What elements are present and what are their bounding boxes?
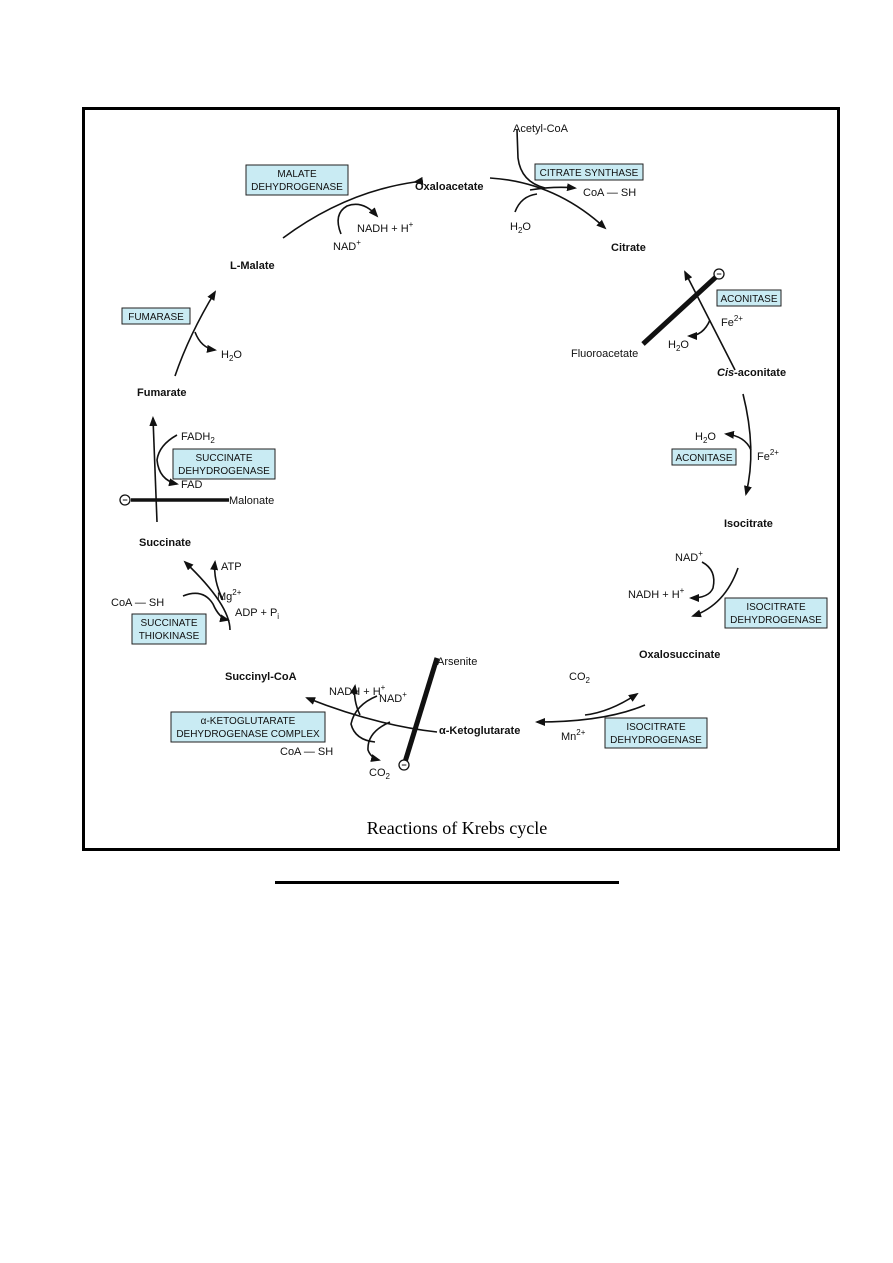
coa-sh-label-3: CoA — SH (111, 597, 164, 609)
arrow-nad-nadh (689, 561, 715, 602)
arrow-atp-out (210, 560, 224, 601)
fad-label: FAD (181, 479, 202, 491)
fe-label-2: Fe2+ (757, 448, 779, 463)
svg-text:FUMARASE: FUMARASE (128, 312, 184, 323)
citrate-label: Citrate (611, 242, 646, 254)
fe-label-1: Fe2+ (721, 314, 743, 329)
co2-label-2: CO2 (369, 767, 391, 781)
succinate-label: Succinate (139, 537, 191, 549)
l-malate-label: L-Malate (230, 260, 275, 272)
inhibition-minus-icon (398, 759, 410, 771)
fumarate-label: Fumarate (137, 387, 187, 399)
arrow-coash-out (529, 183, 577, 192)
enzyme-succinate-thiokinase: SUCCINATE THIOKINASE (131, 613, 207, 645)
arrow-nad-nadh-malate (337, 203, 379, 235)
arrow-fumarate-malate (174, 290, 217, 377)
svg-text:ACONITASE: ACONITASE (720, 294, 777, 305)
atp-label: ATP (221, 561, 242, 573)
arrow-coa-adp (182, 592, 230, 623)
nadh-label-2: NADH + H+ (329, 683, 386, 698)
succinyl-coa-label: Succinyl-CoA (225, 671, 297, 683)
svg-text:ACONITASE: ACONITASE (675, 453, 732, 464)
mg-label: Mg2+ (217, 588, 242, 603)
arrow-akg-succinylcoa (305, 697, 438, 733)
coa-sh-label-2: CoA — SH (280, 746, 333, 758)
svg-text:DEHYDROGENASE: DEHYDROGENASE (610, 735, 702, 746)
arsenite-label: Arsenite (437, 656, 477, 668)
svg-text:DEHYDROGENASE: DEHYDROGENASE (178, 466, 270, 477)
svg-text:DEHYDROGENASE: DEHYDROGENASE (730, 615, 822, 626)
svg-text:−: − (716, 269, 721, 279)
arrow-malate-oxaloacetate (282, 176, 424, 239)
enzyme-aconitase-2: ACONITASE (671, 448, 737, 466)
inhibition-minus-icon (119, 494, 131, 506)
arrow-co2-out-1 (584, 692, 639, 716)
mn-label: Mn2+ (561, 728, 586, 743)
fluoroacetate-label: Fluoroacetate (571, 348, 638, 360)
arrow-h2o-out-2 (724, 430, 752, 451)
h2o-aconitase-1-label: H2O (668, 339, 689, 353)
svg-text:DEHYDROGENASE COMPLEX: DEHYDROGENASE COMPLEX (176, 729, 320, 740)
inhibition-minus-icon (713, 268, 725, 280)
arrow-succinate-fumarate (149, 416, 158, 523)
isocitrate-label: Isocitrate (724, 518, 773, 530)
alpha-ketoglutarate-label: α-Ketoglutarate (439, 725, 520, 737)
h2o-label: H2O (510, 221, 531, 235)
adp-label: ADP + Pi (235, 607, 279, 621)
enzyme-isocitrate-dh-2: ISOCITRATE DEHYDROGENASE (604, 717, 708, 749)
diagram-title: Reactions of Krebs cycle (367, 818, 547, 838)
svg-text:MALATE: MALATE (277, 169, 317, 180)
fluoroacetate-inhibitor-bar (641, 274, 719, 346)
arrow-nadh-out (349, 684, 361, 716)
arrow-acetylcoa-in (516, 129, 546, 189)
svg-text:THIOKINASE: THIOKINASE (139, 631, 200, 642)
svg-text:SUCCINATE: SUCCINATE (195, 453, 252, 464)
enzyme-isocitrate-dh-1: ISOCITRATE DEHYDROGENASE (724, 597, 828, 629)
diagram-frame: Oxaloacetate Citrate Acetyl-CoA CoA — SH… (82, 107, 840, 851)
oxaloacetate-label: Oxaloacetate (415, 181, 483, 193)
svg-text:ISOCITRATE: ISOCITRATE (746, 602, 806, 613)
svg-text:DEHYDROGENASE: DEHYDROGENASE (251, 182, 343, 193)
acetyl-coa-label: Acetyl-CoA (513, 123, 569, 135)
arrow-oxaloacetate-citrate (489, 177, 607, 230)
co2-label-1: CO2 (569, 671, 591, 685)
nadh-label-3: NADH + H+ (357, 220, 414, 235)
enzyme-fumarase: FUMARASE (121, 307, 191, 325)
enzyme-akg-dh-complex: α-KETOGLUTARATE DEHYDROGENASE COMPLEX (170, 711, 326, 743)
svg-text:SUCCINATE: SUCCINATE (140, 618, 197, 629)
fadh2-label: FADH2 (181, 431, 215, 445)
enzyme-succinate-dh: SUCCINATE DEHYDROGENASE (172, 448, 276, 480)
arrow-h2o-out-1 (687, 319, 711, 340)
cis-aconitate-label: Cis-aconitate (717, 367, 786, 379)
arrow-succinylcoa-succinate (183, 560, 231, 631)
arrow-isocitrate-oxalosuccinate (691, 567, 739, 618)
enzyme-malate-dh: MALATE DEHYDROGENASE (245, 164, 349, 196)
enzyme-aconitase-1: ACONITASE (716, 289, 782, 307)
arrow-nad-coa (350, 695, 378, 743)
nad-label-1: NAD+ (675, 549, 703, 564)
malonate-label: Malonate (229, 495, 274, 507)
h2o-fumarase-label: H2O (221, 349, 242, 363)
svg-text:−: − (401, 760, 406, 770)
svg-text:−: − (122, 495, 127, 505)
arrow-h2o-in (514, 193, 538, 213)
h2o-aconitase-2-label: H2O (695, 431, 716, 445)
nad-label-2: NAD+ (379, 690, 407, 705)
nad-label-3: NAD+ (333, 238, 361, 253)
arrow-co2-out-2 (367, 721, 391, 762)
svg-text:α-KETOGLUTARATE: α-KETOGLUTARATE (201, 716, 296, 727)
horizontal-rule (275, 881, 619, 884)
arrow-oxalosuccinate-akg (535, 704, 646, 726)
svg-text:CITRATE SYNTHASE: CITRATE SYNTHASE (540, 168, 639, 179)
arrow-fad-fadh2 (156, 434, 179, 487)
arrow-cisaconitate-isocitrate (742, 393, 752, 496)
arsenite-inhibitor-bar (402, 657, 440, 763)
enzyme-citrate-synthase: CITRATE SYNTHASE (534, 163, 644, 181)
krebs-cycle-diagram: Oxaloacetate Citrate Acetyl-CoA CoA — SH… (111, 123, 828, 838)
arrow-h2o-in-fumarase (194, 331, 217, 353)
svg-text:ISOCITRATE: ISOCITRATE (626, 722, 686, 733)
coa-sh-label: CoA — SH (583, 187, 636, 199)
nadh-label-1: NADH + H+ (628, 586, 685, 601)
oxalosuccinate-label: Oxalosuccinate (639, 649, 720, 661)
